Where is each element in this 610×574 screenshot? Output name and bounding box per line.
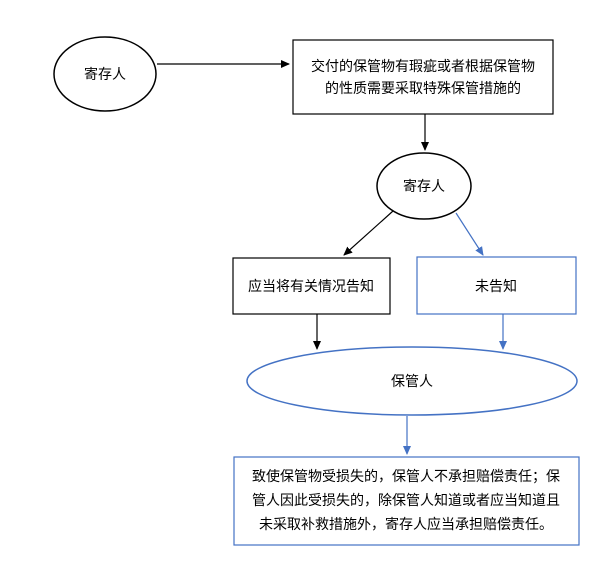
custodian-label: 保管人 <box>391 374 433 390</box>
arrow-to-not-informed <box>455 212 484 256</box>
result-node: 致使保管物受损失的，保管人不承担赔偿责任；保 管人因此受损失的，除保管人知道或者… <box>233 456 580 546</box>
result-line-1: 致使保管物受损失的，保管人不承担赔偿责任；保 <box>252 468 560 485</box>
not-informed-box <box>416 256 577 315</box>
depositor-mid-ellipse <box>376 152 472 220</box>
depositor-mid-node: 寄存人 <box>376 152 472 220</box>
arrow-to-informed <box>343 210 394 256</box>
informed-label: 应当将有关情况告知 <box>248 278 374 295</box>
custodian-node: 保管人 <box>246 346 578 416</box>
condition-line-1: 交付的保管物有瑕疵或者根据保管物 <box>311 58 535 75</box>
result-box <box>233 456 580 546</box>
condition-line-2: 的性质需要采取特殊保管措施的 <box>325 81 521 97</box>
informed-node: 应当将有关情况告知 <box>232 257 391 315</box>
not-informed-label: 未告知 <box>475 278 517 295</box>
not-informed-node: 未告知 <box>416 256 577 315</box>
condition-node: 交付的保管物有瑕疵或者根据保管物 的性质需要采取特殊保管措施的 <box>292 39 554 115</box>
informed-box <box>232 257 391 315</box>
depositor-top-label: 寄存人 <box>84 66 126 83</box>
result-line-2: 管人因此受损失的，除保管人知道或者应当知道且 <box>252 492 560 509</box>
result-line-3: 未采取补救措施外，寄存人应当承担赔偿责任。 <box>259 516 553 533</box>
depositor-mid-label: 寄存人 <box>403 178 445 195</box>
depositor-top-node: 寄存人 <box>53 36 157 112</box>
condition-box <box>292 39 554 115</box>
depositor-top-ellipse <box>53 36 157 112</box>
custodian-ellipse <box>246 346 578 416</box>
